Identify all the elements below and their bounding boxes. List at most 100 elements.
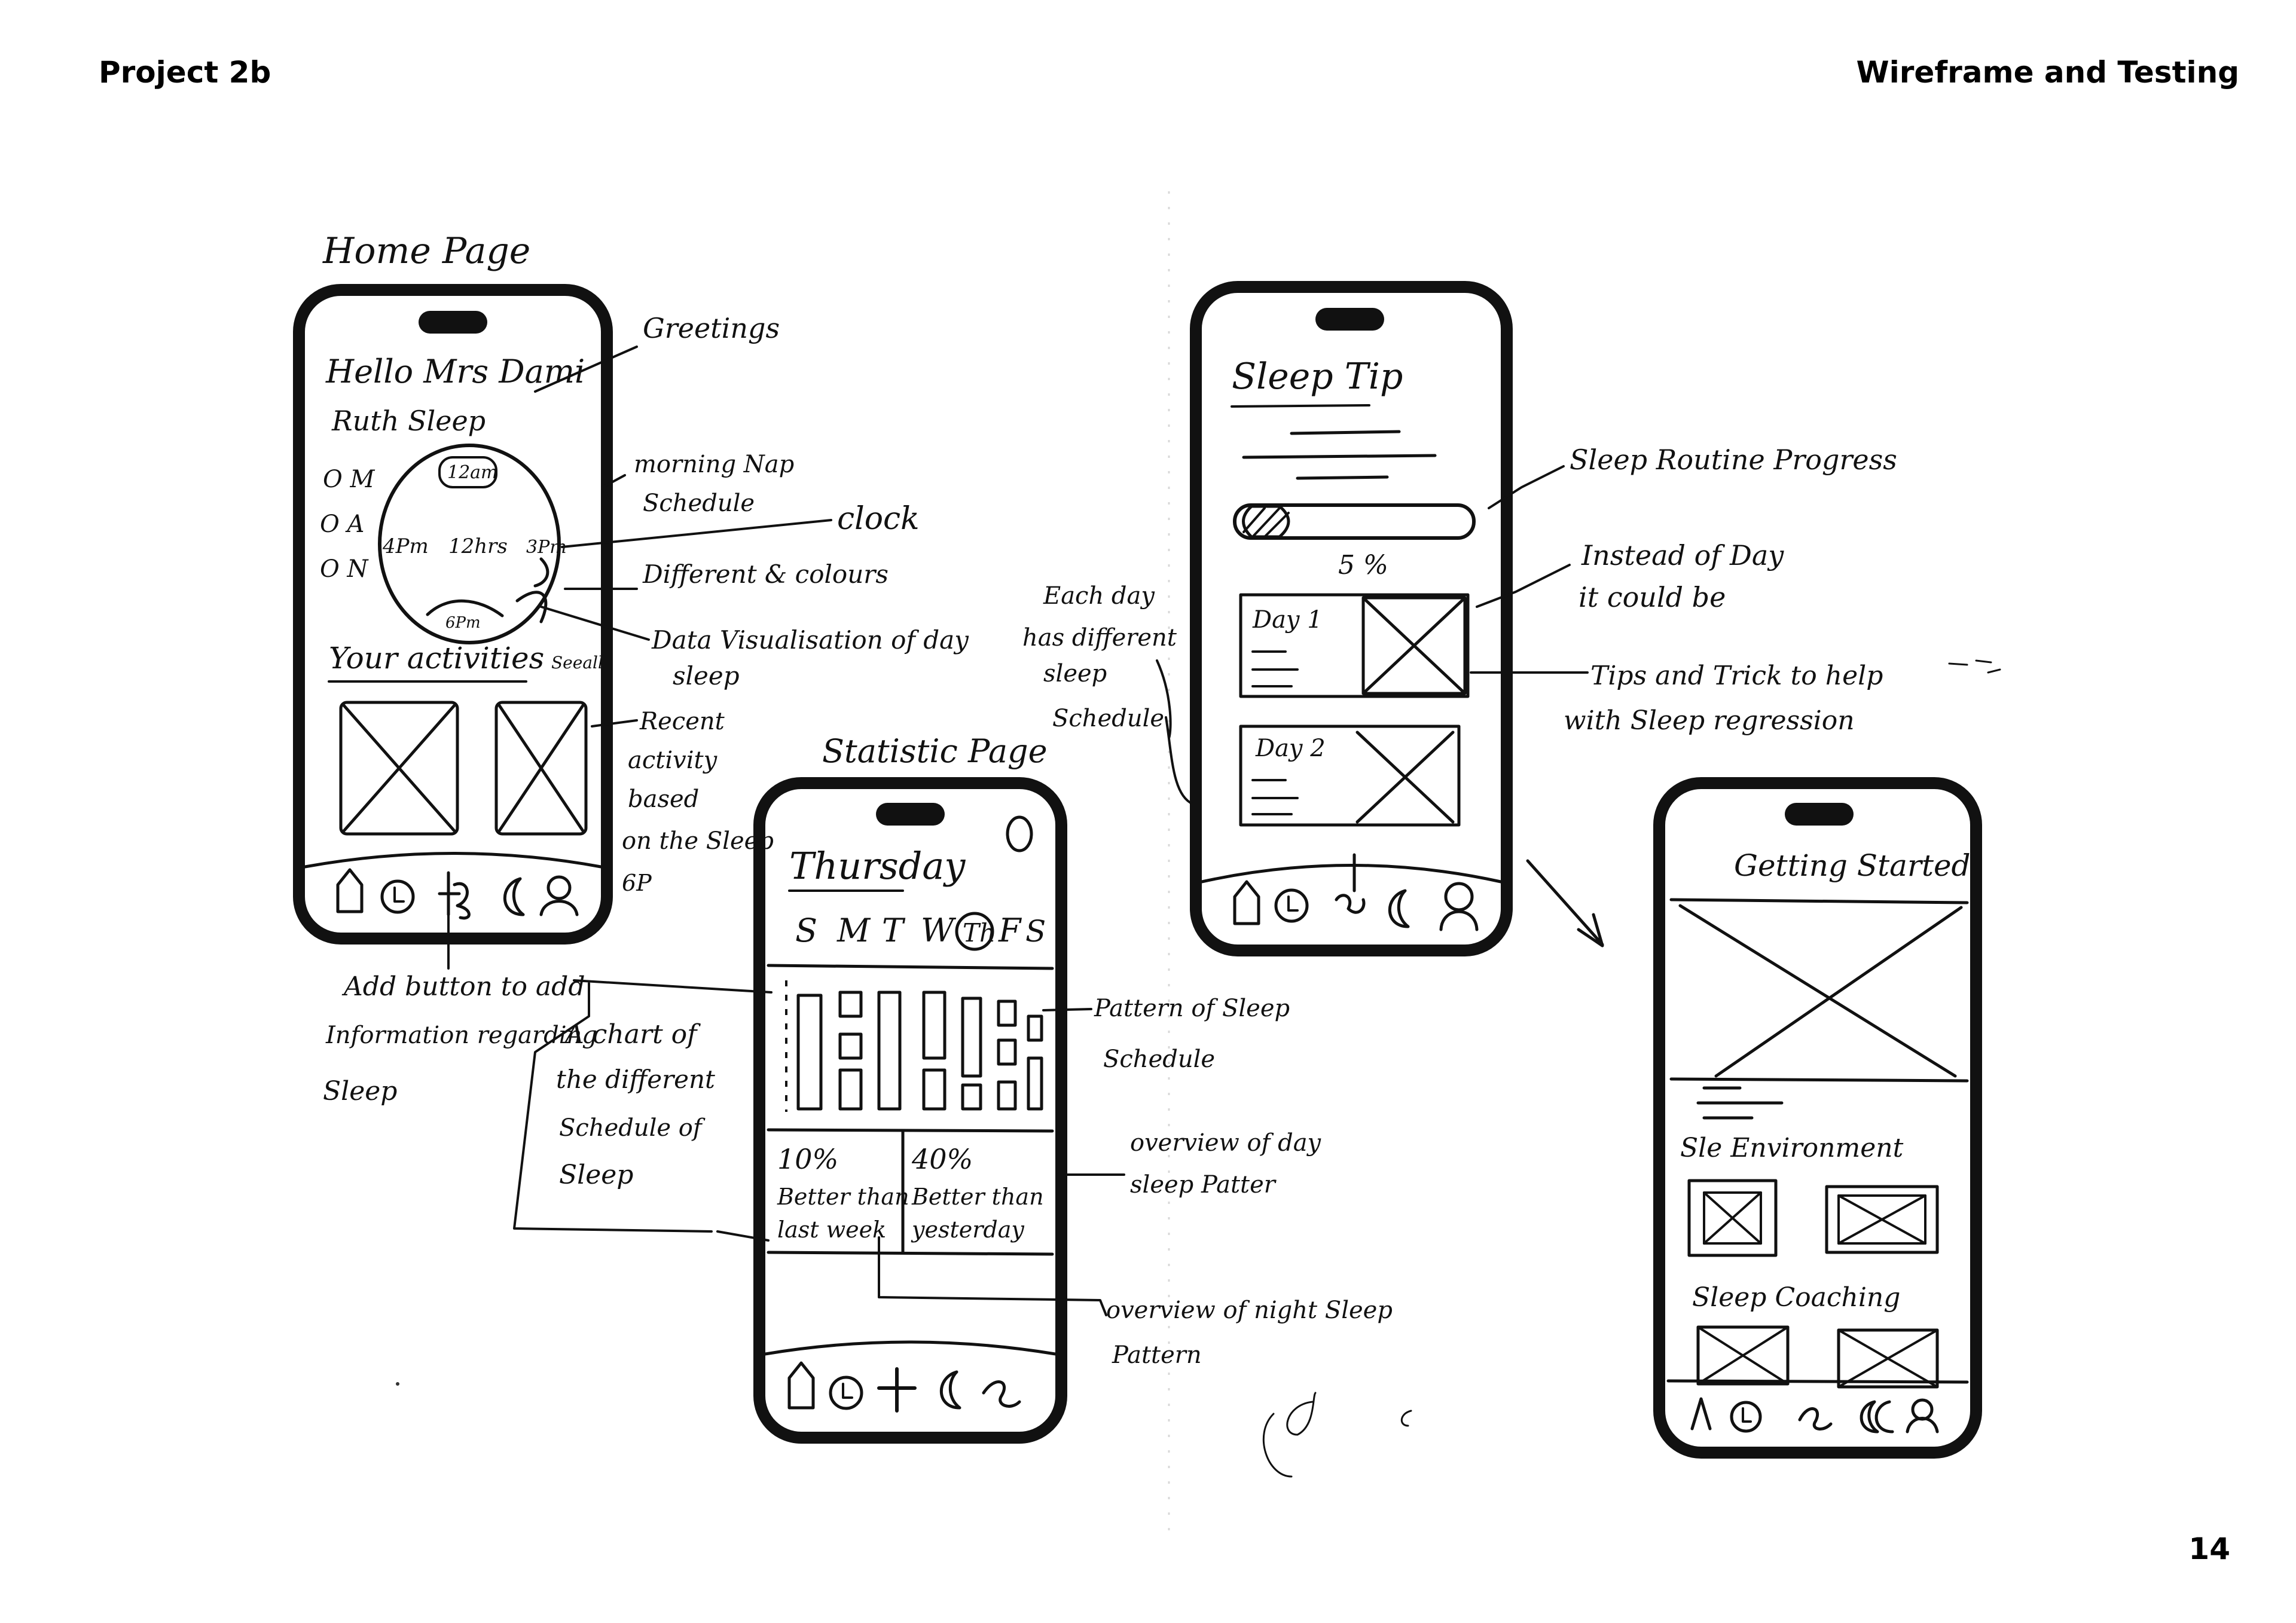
- add-nav-icon[interactable]: [438, 871, 471, 920]
- page-number: 14: [2188, 1532, 2230, 1566]
- chart-bar: [838, 1032, 863, 1060]
- note-tricks-2: with Sleep regression: [1564, 705, 1855, 736]
- phone-frame: [293, 284, 613, 945]
- clock-nav-icon[interactable]: [829, 1376, 863, 1410]
- note-chart-1: A chart of: [563, 1019, 701, 1050]
- phone-notch: [876, 803, 945, 826]
- routine-progress-bar: [1233, 503, 1476, 540]
- flow-arrow: [1526, 859, 1604, 947]
- clock-nav-icon[interactable]: [1274, 888, 1309, 923]
- home-nav-icon[interactable]: [1233, 880, 1260, 925]
- sleep-tip-phone: Sleep Tip 5 % Day 1 Day 2: [1190, 281, 1513, 956]
- see-all-link[interactable]: Seeall: [551, 653, 603, 673]
- option-n[interactable]: O N: [320, 555, 370, 583]
- chart-bar: [961, 997, 982, 1078]
- note-chart-3: Schedule of: [559, 1114, 706, 1142]
- note-overview-night-2: Pattern: [1112, 1341, 1202, 1369]
- overview-card-week: 10% Better than last week: [777, 1143, 909, 1243]
- nav-bar-divider: [1200, 864, 1503, 884]
- clock-label-3pm: 3Pm: [526, 537, 567, 558]
- home-page-phone: Home Page Hello Mrs Dami Ruth Sleep O M …: [293, 230, 613, 945]
- moon-nav-icon[interactable]: [1860, 1400, 1894, 1434]
- home-nav-icon[interactable]: [1690, 1397, 1712, 1431]
- note-dataviz-1: Data Visualisation of day: [651, 625, 969, 655]
- profile-nav-icon[interactable]: [539, 875, 579, 916]
- note-add-2: Information regarding: [325, 1022, 597, 1049]
- day-title: Thursday: [789, 844, 966, 888]
- nav-bar-divider: [764, 1340, 1057, 1356]
- bottom-nav-bar: [336, 868, 579, 920]
- moon-nav-icon[interactable]: [503, 877, 525, 916]
- note-recent-1: Recent: [639, 708, 725, 735]
- moon-nav-icon[interactable]: [939, 1370, 961, 1410]
- note-add-3: Sleep: [323, 1076, 397, 1107]
- weekday-t[interactable]: T: [882, 912, 906, 949]
- clock-label-6pm: 6Pm: [445, 614, 481, 632]
- chart-bar: [997, 1080, 1017, 1111]
- sleep-nav-icon[interactable]: [982, 1380, 1021, 1408]
- note-recent-5: 6P: [622, 870, 652, 896]
- section-title: Wireframe and Testing: [1856, 55, 2239, 90]
- activity-card-2[interactable]: [494, 701, 588, 836]
- note-eachday-1: Each day: [1043, 582, 1155, 610]
- clock-label-12am: 12am: [447, 462, 498, 483]
- chart-bar: [961, 1083, 982, 1111]
- intro-text-lines: [1696, 1086, 1784, 1120]
- day-2-card[interactable]: Day 2: [1239, 725, 1461, 827]
- environment-card-1[interactable]: [1687, 1179, 1778, 1257]
- note-progress: Sleep Routine Progress: [1570, 444, 1897, 476]
- statistic-page-phone: Statistic Page Thursday S M T W Th F S: [753, 732, 1067, 1444]
- weekday-th[interactable]: Th: [963, 918, 996, 947]
- clock-nav-icon[interactable]: [380, 879, 415, 914]
- weekday-selector: S M T W Th F S: [795, 912, 1046, 951]
- note-overview-day-2: sleep Patter: [1130, 1171, 1277, 1199]
- sleep-tip-annotations: Sleep Routine Progress Instead of Day it…: [1022, 444, 1897, 805]
- weekday-m[interactable]: M: [836, 912, 871, 949]
- sleep-nav-icon[interactable]: [1798, 1407, 1833, 1431]
- chart-bar: [1027, 1014, 1043, 1042]
- activity-card-1[interactable]: [339, 701, 459, 836]
- overview-card-yesterday: 40% Better than yesterday: [911, 1143, 1044, 1243]
- note-eachday-2: has different: [1022, 624, 1177, 652]
- home-nav-icon[interactable]: [787, 1361, 815, 1410]
- settings-icon[interactable]: [1006, 815, 1033, 852]
- chart-bar: [796, 994, 823, 1111]
- option-m[interactable]: O M: [323, 466, 375, 493]
- weekday-s2[interactable]: S: [1025, 914, 1046, 949]
- selected-day-ring: [955, 912, 994, 951]
- note-recent-2: activity: [628, 747, 718, 774]
- tip-text-lines: [1242, 430, 1437, 480]
- bottom-nav-bar: [1690, 1397, 1939, 1434]
- profile-nav-icon[interactable]: [1439, 882, 1479, 931]
- chart-bar: [922, 991, 947, 1060]
- weekday-w[interactable]: W: [921, 912, 957, 949]
- getting-started-phone: Getting Started Sle Environment Sleep Co…: [1653, 777, 1982, 1459]
- card-yesterday-line2: yesterday: [911, 1217, 1024, 1243]
- day-2-label: Day 2: [1255, 735, 1326, 762]
- coaching-card-2[interactable]: [1837, 1328, 1939, 1389]
- moon-nav-icon[interactable]: [1388, 889, 1410, 928]
- add-nav-icon[interactable]: [877, 1367, 917, 1413]
- phone-frame: [1653, 777, 1982, 1459]
- coaching-section-title: Sleep Coaching: [1692, 1282, 1900, 1313]
- sleep-clock: 12am 4Pm 12hrs 3Pm 6Pm: [378, 444, 567, 644]
- weekday-f[interactable]: F: [998, 912, 1022, 949]
- clock-nav-icon[interactable]: [1730, 1401, 1762, 1433]
- option-a[interactable]: O A: [320, 511, 364, 538]
- getting-started-title: Getting Started: [1734, 848, 1971, 883]
- note-overview-night-1: overview of night Sleep: [1106, 1297, 1393, 1324]
- bottom-nav-bar: [787, 1361, 1021, 1413]
- coaching-card-1[interactable]: [1696, 1325, 1790, 1386]
- home-annotations: Greetings morning Nap Schedule clock Dif…: [323, 312, 969, 1242]
- weekday-s[interactable]: S: [795, 912, 817, 949]
- clock-label-4pm: 4Pm: [382, 534, 429, 558]
- stray-scribbles: [396, 659, 2001, 1478]
- add-nav-icon[interactable]: [1335, 853, 1366, 914]
- note-instead-2: it could be: [1578, 581, 1726, 613]
- environment-card-2[interactable]: [1825, 1185, 1939, 1254]
- home-nav-icon[interactable]: [336, 868, 364, 913]
- day-1-card[interactable]: Day 1: [1239, 593, 1470, 698]
- profile-nav-icon[interactable]: [1906, 1398, 1939, 1434]
- phone-notch: [419, 311, 487, 334]
